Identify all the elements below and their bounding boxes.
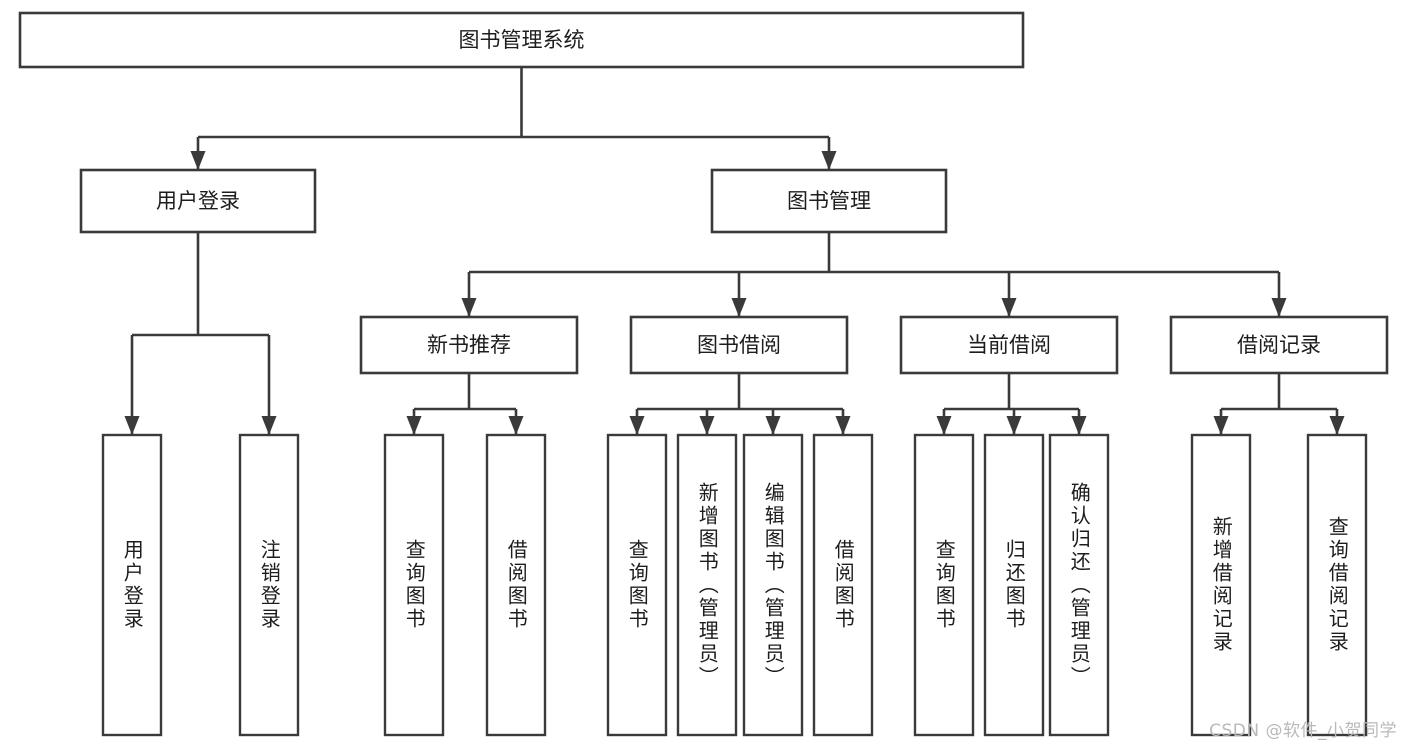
- node-box-user-login[interactable]: [79, 168, 317, 234]
- node-label-user-login: 用户登录: [156, 189, 240, 213]
- node-label-root: 图书管理系统: [459, 28, 585, 52]
- arrow-head-icon-leaf-query-book-1: [406, 416, 422, 435]
- arrow-head-icon-book-borrow: [731, 298, 747, 317]
- node-box-leaf-query-book-1[interactable]: [383, 433, 445, 737]
- node-box-leaf-add-record[interactable]: [1190, 433, 1252, 737]
- arrow-head-icon-leaf-borrow-book-1: [508, 416, 524, 435]
- arrow-head-icon-leaf-edit-book: [765, 416, 781, 435]
- node-label-borrow-record: 借阅记录: [1237, 333, 1321, 357]
- node-box-book-borrow[interactable]: [629, 315, 849, 375]
- node-box-leaf-user-login[interactable]: [101, 433, 163, 737]
- node-label-book-borrow: 图书借阅: [697, 333, 781, 357]
- boxes-layer: [18, 11, 1389, 737]
- node-box-leaf-return-book[interactable]: [983, 433, 1045, 737]
- arrow-head-icon-leaf-user-logout: [261, 416, 277, 435]
- node-box-leaf-query-book-3[interactable]: [913, 433, 975, 737]
- arrow-head-icon-leaf-user-login: [124, 416, 140, 435]
- arrow-head-icon-leaf-confirm-return: [1071, 416, 1087, 435]
- arrow-head-icon-new-book-recommend: [461, 298, 477, 317]
- node-label-book-manage: 图书管理: [787, 189, 871, 213]
- arrow-head-icon-borrow-record: [1271, 298, 1287, 317]
- node-box-leaf-add-book[interactable]: [676, 433, 738, 737]
- arrow-head-icon-leaf-query-book-3: [936, 416, 952, 435]
- arrow-head-icon-current-borrow: [1001, 298, 1017, 317]
- node-label-new-book-recommend: 新书推荐: [427, 333, 511, 357]
- arrow-head-icon-leaf-query-record: [1329, 416, 1345, 435]
- arrow-head-icon-leaf-query-book-2: [629, 416, 645, 435]
- node-box-leaf-confirm-return[interactable]: [1048, 433, 1110, 737]
- node-box-leaf-query-record[interactable]: [1306, 433, 1368, 737]
- node-label-current-borrow: 当前借阅: [967, 333, 1051, 357]
- arrow-head-icon-user-login: [190, 151, 206, 170]
- node-box-leaf-borrow-book-2[interactable]: [812, 433, 874, 737]
- node-box-leaf-query-book-2[interactable]: [606, 433, 668, 737]
- node-box-current-borrow[interactable]: [899, 315, 1119, 375]
- node-box-leaf-edit-book[interactable]: [742, 433, 804, 737]
- arrow-head-icon-book-manage: [821, 151, 837, 170]
- edges-layer: [124, 67, 1345, 435]
- csdn-watermark: CSDN @软件_小贺同学: [1209, 721, 1397, 741]
- arrow-head-icon-leaf-borrow-book-2: [835, 416, 851, 435]
- arrow-head-icon-leaf-add-book: [699, 416, 715, 435]
- node-box-leaf-user-logout[interactable]: [238, 433, 300, 737]
- arrow-head-icon-leaf-add-record: [1213, 416, 1229, 435]
- node-box-root[interactable]: [18, 11, 1025, 69]
- node-box-leaf-borrow-book-1[interactable]: [485, 433, 547, 737]
- node-box-new-book-recommend[interactable]: [359, 315, 579, 375]
- arrow-head-icon-leaf-return-book: [1006, 416, 1022, 435]
- node-box-book-manage[interactable]: [710, 168, 948, 234]
- node-box-borrow-record[interactable]: [1169, 315, 1389, 375]
